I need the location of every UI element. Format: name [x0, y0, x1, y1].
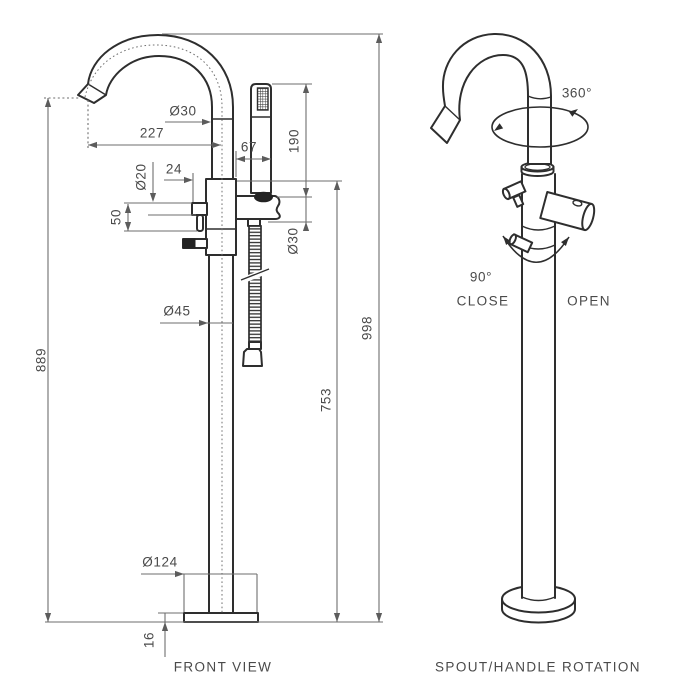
wand-seal: [254, 191, 273, 203]
rotation-diverter-knob: [501, 180, 527, 201]
column-fill: [522, 174, 555, 598]
hose-break-gap: [239, 267, 271, 284]
spray-face: [256, 87, 269, 111]
dim-base-thickness: 16: [142, 632, 157, 648]
rotation-shower-holder: [539, 191, 596, 232]
rotation-view-label: SPOUT/HANDLE ROTATION: [435, 660, 641, 675]
dim-spout-diameter: Ø30: [169, 104, 196, 119]
dim-spout-height: 889: [34, 348, 49, 372]
dim-base-diameter: Ø124: [142, 555, 177, 570]
faucet-column: [208, 254, 234, 614]
dim-handle-offset: 24: [166, 162, 182, 177]
diverter-knob: [191, 202, 208, 216]
rotation-mixer-knob: [508, 233, 534, 254]
dim-handle-diameter: Ø20: [134, 163, 149, 190]
spout-outline: [77, 34, 234, 180]
rotation-spout-outline: [430, 32, 552, 165]
hose-connector-collar: [248, 341, 262, 350]
dim-handshower-offset: 67: [241, 140, 257, 155]
shower-hose: [248, 225, 262, 343]
rotation-spout-pipe-joint: [527, 95, 552, 100]
handle-rotation-angle: 90°: [470, 270, 492, 285]
body-ring-joint-top: [521, 225, 556, 231]
hand-shower-wand: [250, 83, 272, 194]
spout-centerline: [84, 44, 223, 613]
dim-total-height: 998: [360, 316, 375, 340]
handle-arc-arrowhead-right: [561, 235, 572, 247]
front-view: Ø30 227 67 190 Ø30 24 Ø20: [34, 33, 383, 675]
base-disc-side: [501, 598, 576, 624]
rotation-spout-tip-joint: [444, 105, 461, 121]
dim-spout-reach: 227: [140, 126, 164, 141]
front-view-label: FRONT VIEW: [174, 660, 273, 675]
spout-tip-joint-line: [87, 83, 107, 96]
hose-break-mark: [240, 268, 270, 281]
diverter-tab: [512, 194, 525, 208]
column-foot-arc: [521, 596, 556, 602]
base-plate: [183, 612, 259, 623]
faucet-body: [205, 178, 237, 256]
rotation-view: 360° 90° CLOSE OPEN SPOUT/HANDLE ROTATIO…: [430, 32, 641, 675]
shower-holder: [235, 195, 281, 220]
handle-rotation-arc: [502, 235, 570, 263]
dim-hose-height: 753: [319, 388, 334, 412]
mixer-handle-tip: [182, 238, 196, 249]
dim-column-diameter: Ø45: [163, 304, 190, 319]
dim-handshower-length: 190: [287, 129, 302, 153]
dim-outlet-diameter: Ø30: [286, 227, 301, 254]
spout-rotation-angle: 360°: [562, 86, 592, 101]
open-label: OPEN: [567, 294, 611, 309]
diverter-pin: [196, 214, 204, 232]
hose-connector: [242, 348, 263, 367]
close-label: CLOSE: [457, 294, 510, 309]
hose-nut: [247, 218, 261, 227]
dim-handle-height: 50: [109, 209, 124, 225]
spout-rotation-ellipse: [491, 106, 589, 148]
